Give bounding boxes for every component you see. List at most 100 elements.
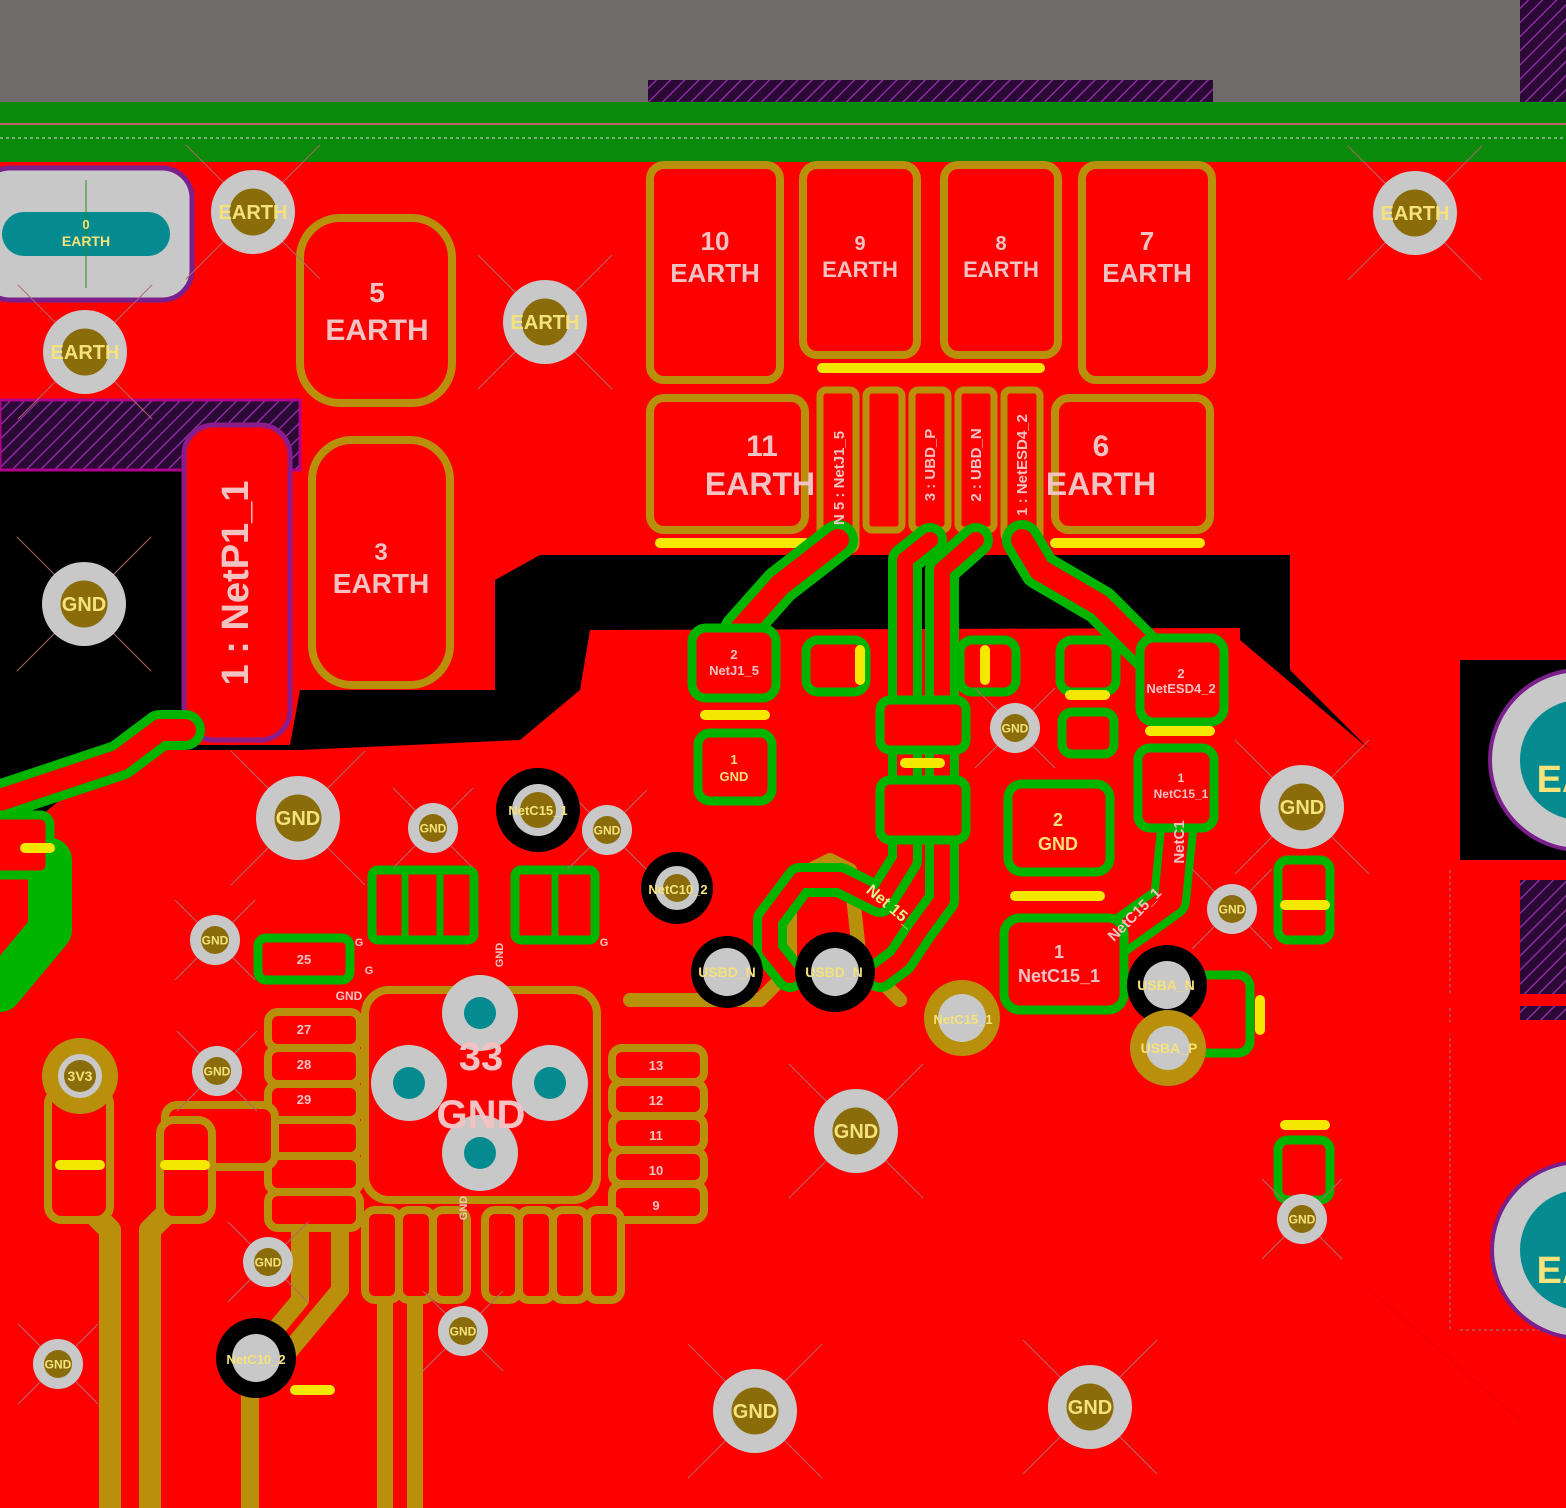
pad-7-net: EARTH <box>1102 258 1192 288</box>
gnd-via[interactable]: GND <box>1261 1178 1343 1260</box>
svg-text:EA: EA <box>1537 1250 1566 1292</box>
svg-text:2: 2 <box>1177 666 1184 681</box>
pad-11[interactable] <box>646 394 809 534</box>
gnd-via[interactable]: GND <box>230 750 366 886</box>
svg-text:2: 2 <box>730 647 737 662</box>
svg-text:G: G <box>365 965 374 977</box>
pad-gnd-2[interactable] <box>1003 779 1115 877</box>
earth-via[interactable]: EARTH <box>477 254 613 390</box>
svg-text:25: 25 <box>297 952 311 967</box>
via-label: GND <box>45 1357 72 1371</box>
pad-10[interactable] <box>646 161 784 384</box>
gnd-via[interactable]: GND <box>174 899 256 981</box>
pad-3[interactable] <box>308 436 454 689</box>
ic-footprint <box>44 986 708 1304</box>
via-label: GND <box>62 594 106 616</box>
gnd-via[interactable]: GND <box>16 536 152 672</box>
gnd-via[interactable]: GND <box>974 687 1056 769</box>
via-drill <box>1391 189 1439 237</box>
via-label: GND <box>420 821 447 835</box>
via-drill <box>731 1387 779 1435</box>
via-drill <box>274 794 322 842</box>
svg-text:G: G <box>355 937 364 949</box>
pad-8-num: 8 <box>995 233 1006 255</box>
pad-5-net: EARTH <box>325 314 428 347</box>
earth-via[interactable]: EARTH <box>17 284 153 420</box>
gnd-via[interactable]: GND <box>1234 739 1370 875</box>
pad-netesd[interactable] <box>1135 633 1229 727</box>
gnd-via[interactable]: GND <box>227 1221 309 1303</box>
via-label: GND <box>1219 902 1246 916</box>
pad-3-net: EARTH <box>333 568 429 599</box>
pad-0-num: 0 <box>82 217 89 232</box>
via-drill <box>521 298 569 346</box>
via-drill <box>1288 1205 1316 1233</box>
via-drill <box>1066 1383 1114 1431</box>
svg-text:GND: GND <box>1038 834 1078 854</box>
gnd-via[interactable]: GND <box>1191 868 1273 950</box>
via-label: GND <box>204 1064 231 1078</box>
pad-0-net: EARTH <box>62 233 110 249</box>
gnd-via[interactable]: GND <box>566 789 648 871</box>
pad-9-net: EARTH <box>822 257 898 282</box>
via-drill <box>254 1248 282 1276</box>
pad-11-num: 11 <box>746 430 778 463</box>
svg-text:29: 29 <box>297 1092 311 1107</box>
pad-6[interactable] <box>1051 394 1214 534</box>
pad-7[interactable] <box>1078 161 1216 384</box>
via-drill <box>1218 895 1246 923</box>
pad-8[interactable] <box>940 161 1062 359</box>
svg-text:11: 11 <box>649 1128 663 1143</box>
via-label: EARTH <box>219 202 288 224</box>
svg-text:2: 2 <box>1053 810 1063 830</box>
svg-text:12: 12 <box>649 1093 663 1108</box>
via-drill <box>201 926 229 954</box>
gnd-via[interactable]: GND <box>1022 1339 1158 1475</box>
signal-vias <box>42 768 1207 1398</box>
via-label: GND <box>834 1121 878 1143</box>
netp1-label: 1 : NetP1_1 <box>215 481 257 686</box>
via-label: GND <box>1068 1397 1112 1419</box>
pad-3-num: 3 <box>374 539 387 566</box>
gnd-via[interactable]: GND <box>687 1343 823 1479</box>
mounting-holes <box>371 669 1566 1339</box>
hatch-region-top <box>648 80 1213 102</box>
pin-4[interactable] <box>862 386 906 534</box>
pin-3-label: 3 : UBD_P <box>922 429 939 502</box>
gnd-via[interactable]: GND <box>176 1030 258 1112</box>
earth-via[interactable]: EARTH <box>185 144 321 280</box>
gnd-via[interactable]: GND <box>788 1063 924 1199</box>
svg-text:3V3: 3V3 <box>68 1068 93 1084</box>
gnd-via[interactable]: GND <box>422 1290 504 1372</box>
via-label: GND <box>276 808 320 830</box>
pad-netc15-1[interactable] <box>1133 743 1219 833</box>
gnd-via[interactable]: GND <box>392 787 474 869</box>
svg-text:NetC15_1: NetC15_1 <box>1018 966 1100 986</box>
pin-2-label: 2 : UBD_N <box>968 428 985 501</box>
connector-shell-pads <box>296 161 1216 689</box>
via-label: GND <box>255 1255 282 1269</box>
pad-netc15-big[interactable] <box>999 913 1129 1015</box>
svg-text:NetC10_2: NetC10_2 <box>226 1352 285 1367</box>
via-drill <box>419 814 447 842</box>
svg-text:9: 9 <box>652 1198 659 1213</box>
pad-9[interactable] <box>799 161 921 359</box>
pad-gnd-1[interactable] <box>693 728 777 806</box>
earth-via[interactable]: EARTH <box>1347 145 1483 281</box>
pad-netj1[interactable] <box>687 623 781 703</box>
svg-text:NetC15_1: NetC15_1 <box>1154 787 1209 801</box>
via-drill <box>1001 714 1029 742</box>
svg-text:USBA_N: USBA_N <box>1137 977 1195 993</box>
svg-text:GND: GND <box>720 769 749 784</box>
via-drill <box>1278 783 1326 831</box>
pad-9-num: 9 <box>854 233 865 255</box>
via-drill <box>203 1057 231 1085</box>
gnd-via[interactable]: GND <box>17 1323 99 1405</box>
netp1-pad[interactable] <box>181 422 293 743</box>
pin-labels: N 5 : NetJ1_5 3 : UBD_P 2 : UBD_N 1 : Ne… <box>215 414 1031 685</box>
via-label: GND <box>733 1401 777 1423</box>
pad-5[interactable] <box>296 214 456 407</box>
svg-text:NetC15_1: NetC15_1 <box>933 1012 992 1027</box>
